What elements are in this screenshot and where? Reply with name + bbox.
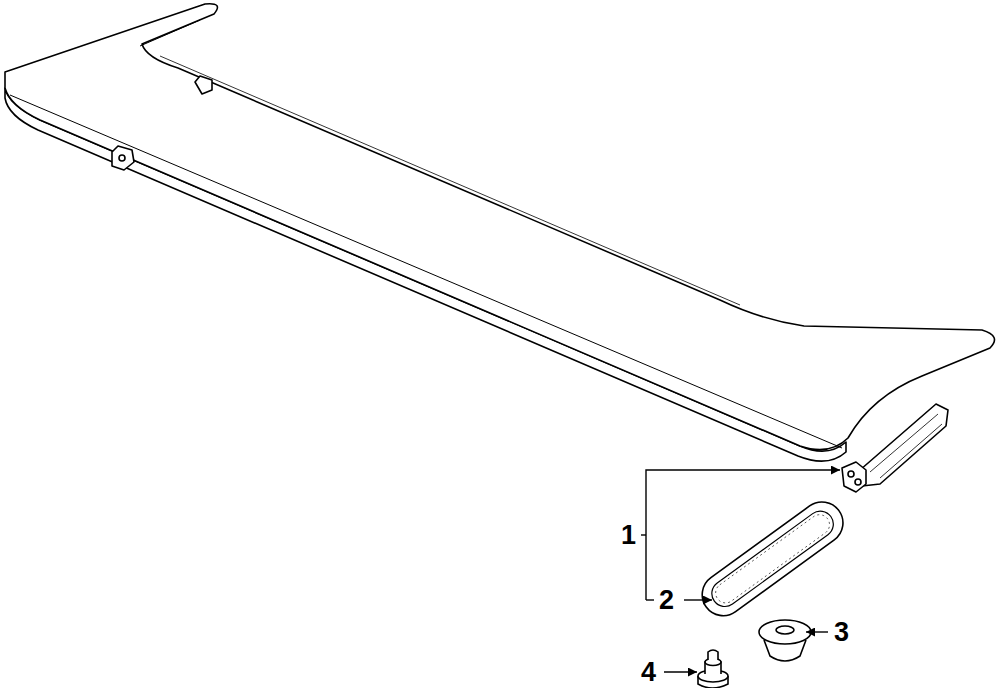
pin-clip bbox=[698, 650, 728, 688]
gasket bbox=[694, 494, 851, 624]
grommet bbox=[759, 620, 811, 661]
spoiler-body bbox=[5, 4, 995, 492]
callout-number: 3 bbox=[833, 619, 850, 646]
leader-lines bbox=[641, 470, 840, 672]
callout-number: 4 bbox=[640, 659, 657, 686]
callout-number: 2 bbox=[658, 587, 675, 614]
callout-number: 1 bbox=[620, 522, 637, 549]
